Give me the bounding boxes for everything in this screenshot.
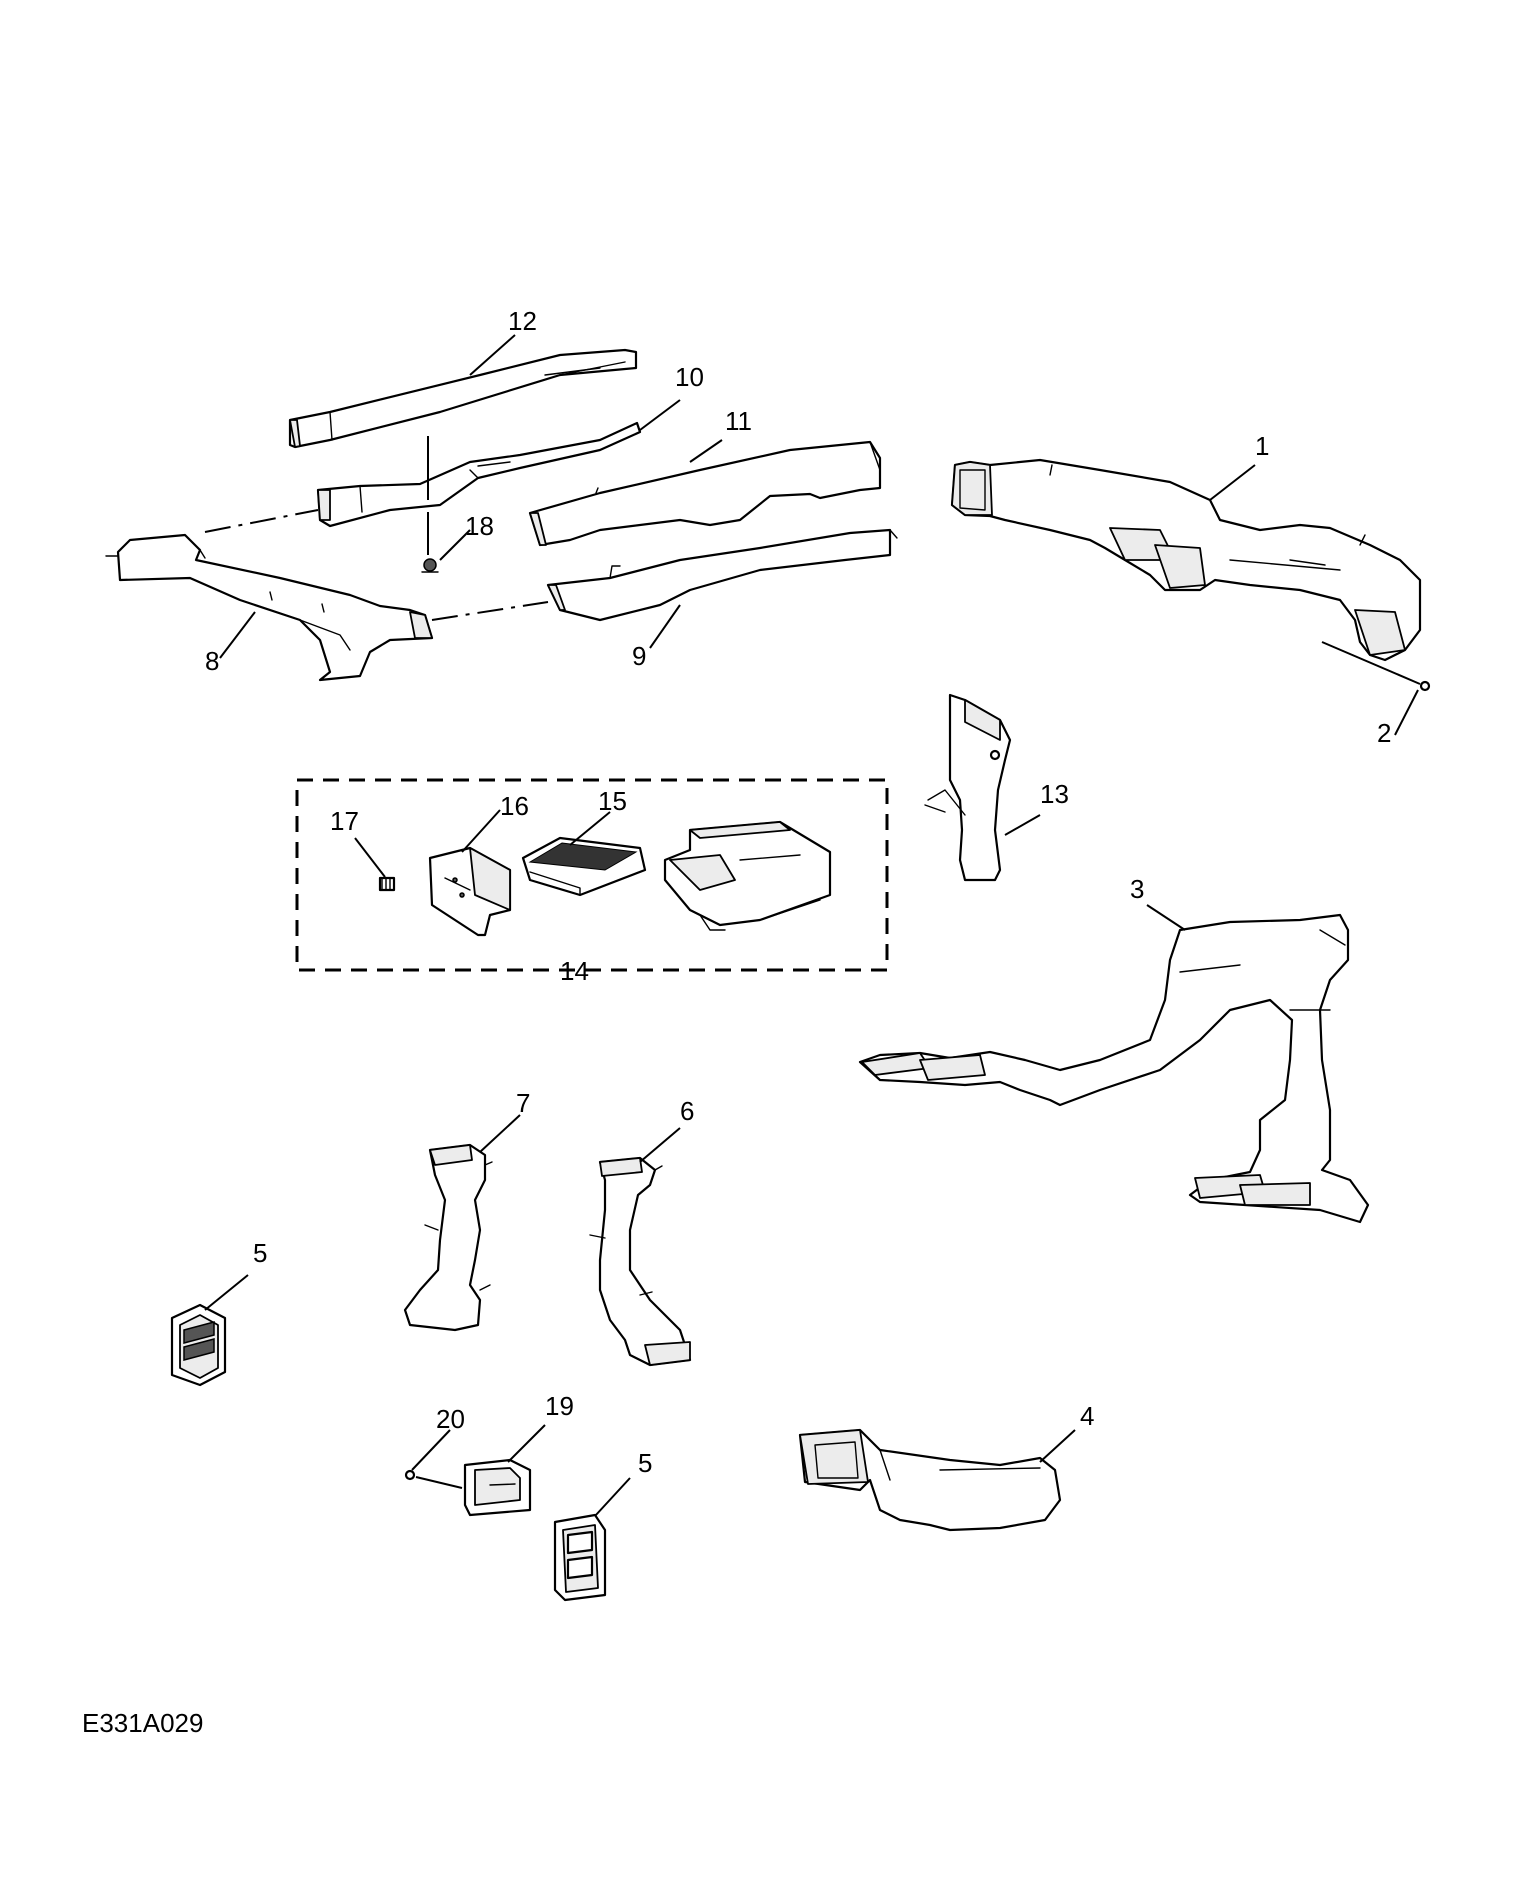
part-20-screw xyxy=(404,1469,463,1489)
leader-lines xyxy=(204,334,1419,1517)
kit-14-dashed-border xyxy=(295,778,889,972)
callout-2: 2 xyxy=(1377,718,1391,748)
part-1-dash-outlet-duct xyxy=(950,458,1422,662)
callout-5-lower: 5 xyxy=(638,1448,652,1478)
part-2-screw xyxy=(1321,641,1431,692)
part-8-front-duct xyxy=(105,509,549,682)
drawing-code: E331A029 xyxy=(82,1708,203,1738)
callout-11: 11 xyxy=(725,406,752,436)
callout-12: 12 xyxy=(508,306,537,336)
part-5-grille-upper xyxy=(170,1303,227,1387)
callout-15: 15 xyxy=(598,786,627,816)
callout-9: 9 xyxy=(632,641,646,671)
part-9-lower-duct xyxy=(546,528,898,622)
callout-16: 16 xyxy=(500,791,529,821)
callout-10: 10 xyxy=(675,362,704,392)
callout-6: 6 xyxy=(680,1096,694,1126)
part-6-side-duct xyxy=(589,1156,692,1367)
part-4-footwell-duct xyxy=(798,1428,1062,1532)
part-17-fastener xyxy=(378,876,396,892)
callout-14: 14 xyxy=(560,956,589,986)
part-16-filter-housing xyxy=(428,846,512,937)
part-15-cabin-filter xyxy=(521,836,647,897)
part-7-side-duct xyxy=(403,1143,493,1332)
callout-17: 17 xyxy=(330,806,359,836)
part-19-bracket xyxy=(463,1458,532,1517)
callout-20: 20 xyxy=(436,1404,465,1434)
part-11-center-duct xyxy=(528,440,882,547)
callout-1: 1 xyxy=(1255,431,1269,461)
part-14-blower-unit xyxy=(663,820,832,931)
part-10-duct xyxy=(316,421,642,555)
part-18-clip xyxy=(421,558,439,573)
callout-5-upper: 5 xyxy=(253,1238,267,1268)
callout-19: 19 xyxy=(545,1391,574,1421)
part-3-floor-duct xyxy=(858,913,1370,1224)
part-13-vertical-duct xyxy=(924,693,1012,882)
callout-3: 3 xyxy=(1130,874,1144,904)
callout-4: 4 xyxy=(1080,1401,1094,1431)
callout-7: 7 xyxy=(516,1088,530,1118)
part-5-grille-lower xyxy=(553,1513,607,1602)
callout-8: 8 xyxy=(205,646,219,676)
callout-18: 18 xyxy=(465,511,494,541)
callout-13: 13 xyxy=(1040,779,1069,809)
part-12-upper-duct xyxy=(288,348,638,449)
